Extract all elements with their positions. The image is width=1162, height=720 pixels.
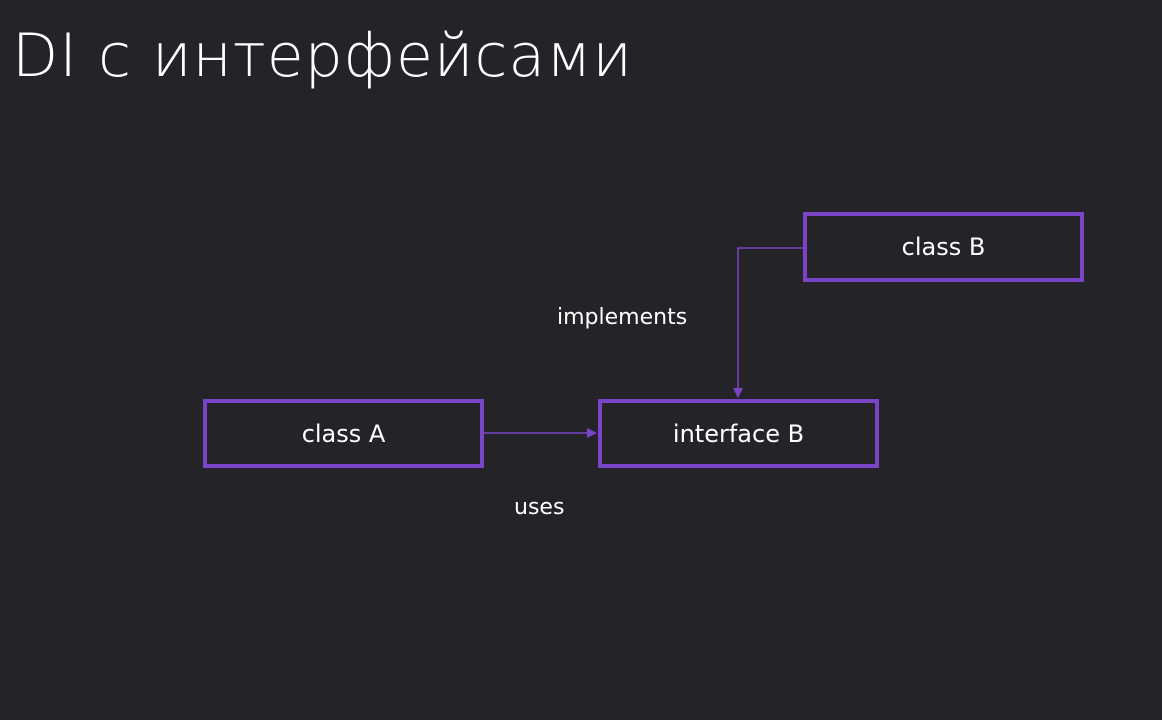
implements-label: implements [557, 305, 688, 330]
class-b-node: class B [803, 212, 1084, 282]
class-a-label: class A [301, 419, 386, 448]
interface-b-label: interface B [672, 419, 805, 448]
uses-label: uses [514, 495, 565, 520]
implements-connector [733, 247, 803, 398]
class-a-node: class A [203, 399, 484, 468]
class-b-label: class B [901, 233, 986, 261]
slide-title: DI с интерфейсами [12, 21, 633, 91]
interface-b-node: interface B [598, 399, 879, 468]
